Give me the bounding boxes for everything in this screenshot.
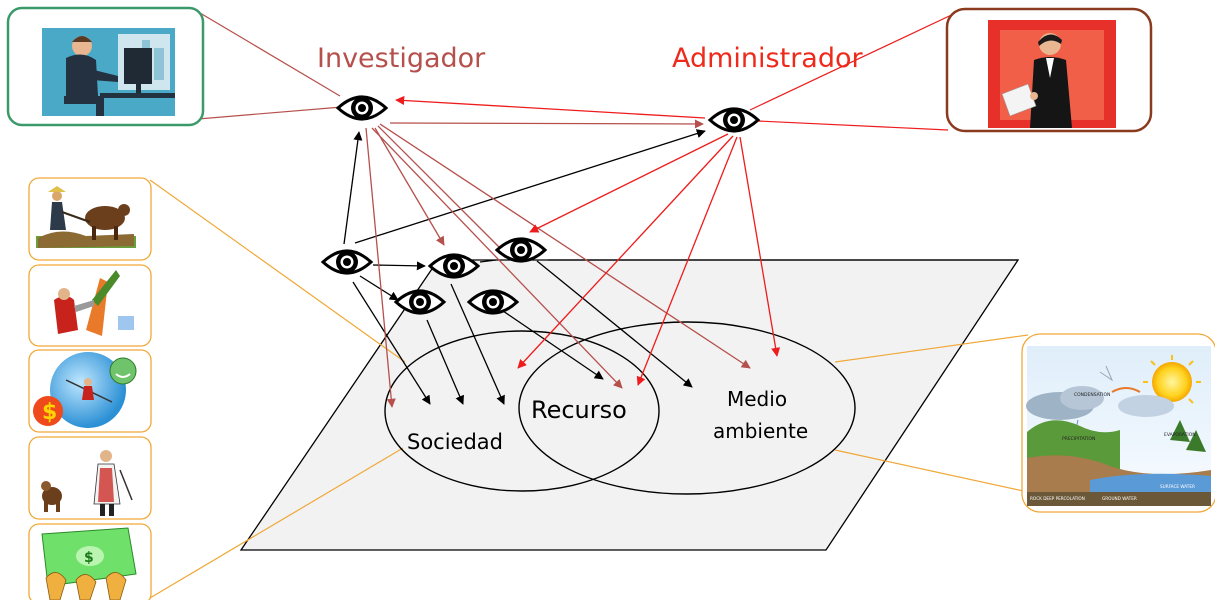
society-image-evolution xyxy=(28,436,152,520)
eye-investigador-icon xyxy=(335,95,389,121)
arrow-inv-to-sociedad xyxy=(365,127,396,408)
caption-evaporation: EVAPORATION xyxy=(1164,432,1196,438)
set-medio-ambiente xyxy=(518,321,856,495)
title-investigador: Investigador xyxy=(317,43,486,74)
label-ambiente: ambiente xyxy=(713,419,808,443)
caption-rock-percolation: ROCK DEEP PERCOLATION xyxy=(1030,496,1085,501)
investigador-photo xyxy=(6,6,205,127)
arrow-e3-to-sociedad xyxy=(426,319,464,405)
arrow-inv-to-e2 xyxy=(374,127,445,246)
society-image-column: $ $ xyxy=(28,177,152,600)
society-image-money: $ xyxy=(28,523,152,600)
arrow-e1-to-investigador xyxy=(343,131,363,245)
eye-observer-2-icon xyxy=(427,253,481,279)
svg-text:$: $ xyxy=(84,550,94,566)
arrow-inv-to-medio xyxy=(379,123,751,369)
connector-admin-photo-top xyxy=(749,9,963,111)
svg-text:$: $ xyxy=(42,400,57,425)
eye-observer-1-icon xyxy=(320,249,374,275)
connector-invest-photo-bottom xyxy=(197,106,343,120)
arrow-e2-to-sociedad xyxy=(450,283,505,405)
arrow-adm-to-medio xyxy=(739,136,781,357)
connector-invest-photo-top xyxy=(194,9,341,97)
caption-ground-water: GROUND WATER xyxy=(1102,496,1137,501)
arrow-e4-to-medio xyxy=(536,260,693,388)
caption-precipitation: PRECIPITATION xyxy=(1062,436,1095,442)
arrow-adm-to-recurso xyxy=(636,136,738,386)
title-administrador: Administrador xyxy=(672,43,864,74)
connector-environment-bottom xyxy=(834,449,1029,493)
arrow-adm-to-investigador xyxy=(395,95,706,119)
society-image-worker xyxy=(28,264,152,347)
label-medio: Medio xyxy=(727,387,787,411)
caption-condensation: CONDENSATION xyxy=(1074,392,1110,398)
connector-society-top xyxy=(149,179,406,363)
eye-observer-4-icon xyxy=(494,237,548,263)
administrador-arrows xyxy=(395,95,781,386)
arrow-inv-to-e4 xyxy=(377,125,506,254)
connector-admin-photo-bottom xyxy=(757,120,949,131)
arrow-e1-to-e3 xyxy=(359,275,399,301)
eye-observer-5-icon xyxy=(466,289,520,315)
arrow-e2-to-e4 xyxy=(479,259,497,263)
connector-society-bottom xyxy=(149,447,404,599)
arrow-adm-to-sociedad-recurso xyxy=(517,135,734,369)
arrow-inv-to-recurso xyxy=(371,127,623,389)
set-sociedad xyxy=(384,330,660,492)
arrow-inv-to-administrador xyxy=(389,119,704,129)
black-arrows xyxy=(343,129,1018,405)
arrow-e1-to-sociedad xyxy=(352,281,431,405)
ground-plane xyxy=(239,259,1020,551)
connector-environment-top xyxy=(834,334,1029,363)
label-sociedad: Sociedad xyxy=(407,430,503,454)
eye-administrador-icon xyxy=(707,107,761,133)
label-recurso: Recurso xyxy=(531,396,627,424)
arrow-e5-to-recurso xyxy=(502,310,604,380)
society-image-economy: $ xyxy=(28,349,152,433)
investigador-arrows xyxy=(365,119,751,408)
arrow-e1-to-administrador xyxy=(354,129,706,244)
caption-surface-water: SURFACE WATER xyxy=(1160,484,1195,489)
environment-water-cycle-image: CONDENSATION PRECIPITATION EVAPORATION R… xyxy=(1021,333,1215,513)
administrador-photo xyxy=(945,7,1153,133)
eye-observer-3-icon xyxy=(393,289,447,315)
connector-lines xyxy=(149,9,1029,599)
arrow-adm-to-e4 xyxy=(529,133,729,233)
society-image-farmer xyxy=(28,177,152,261)
arrow-e1-to-e2 xyxy=(372,261,426,271)
